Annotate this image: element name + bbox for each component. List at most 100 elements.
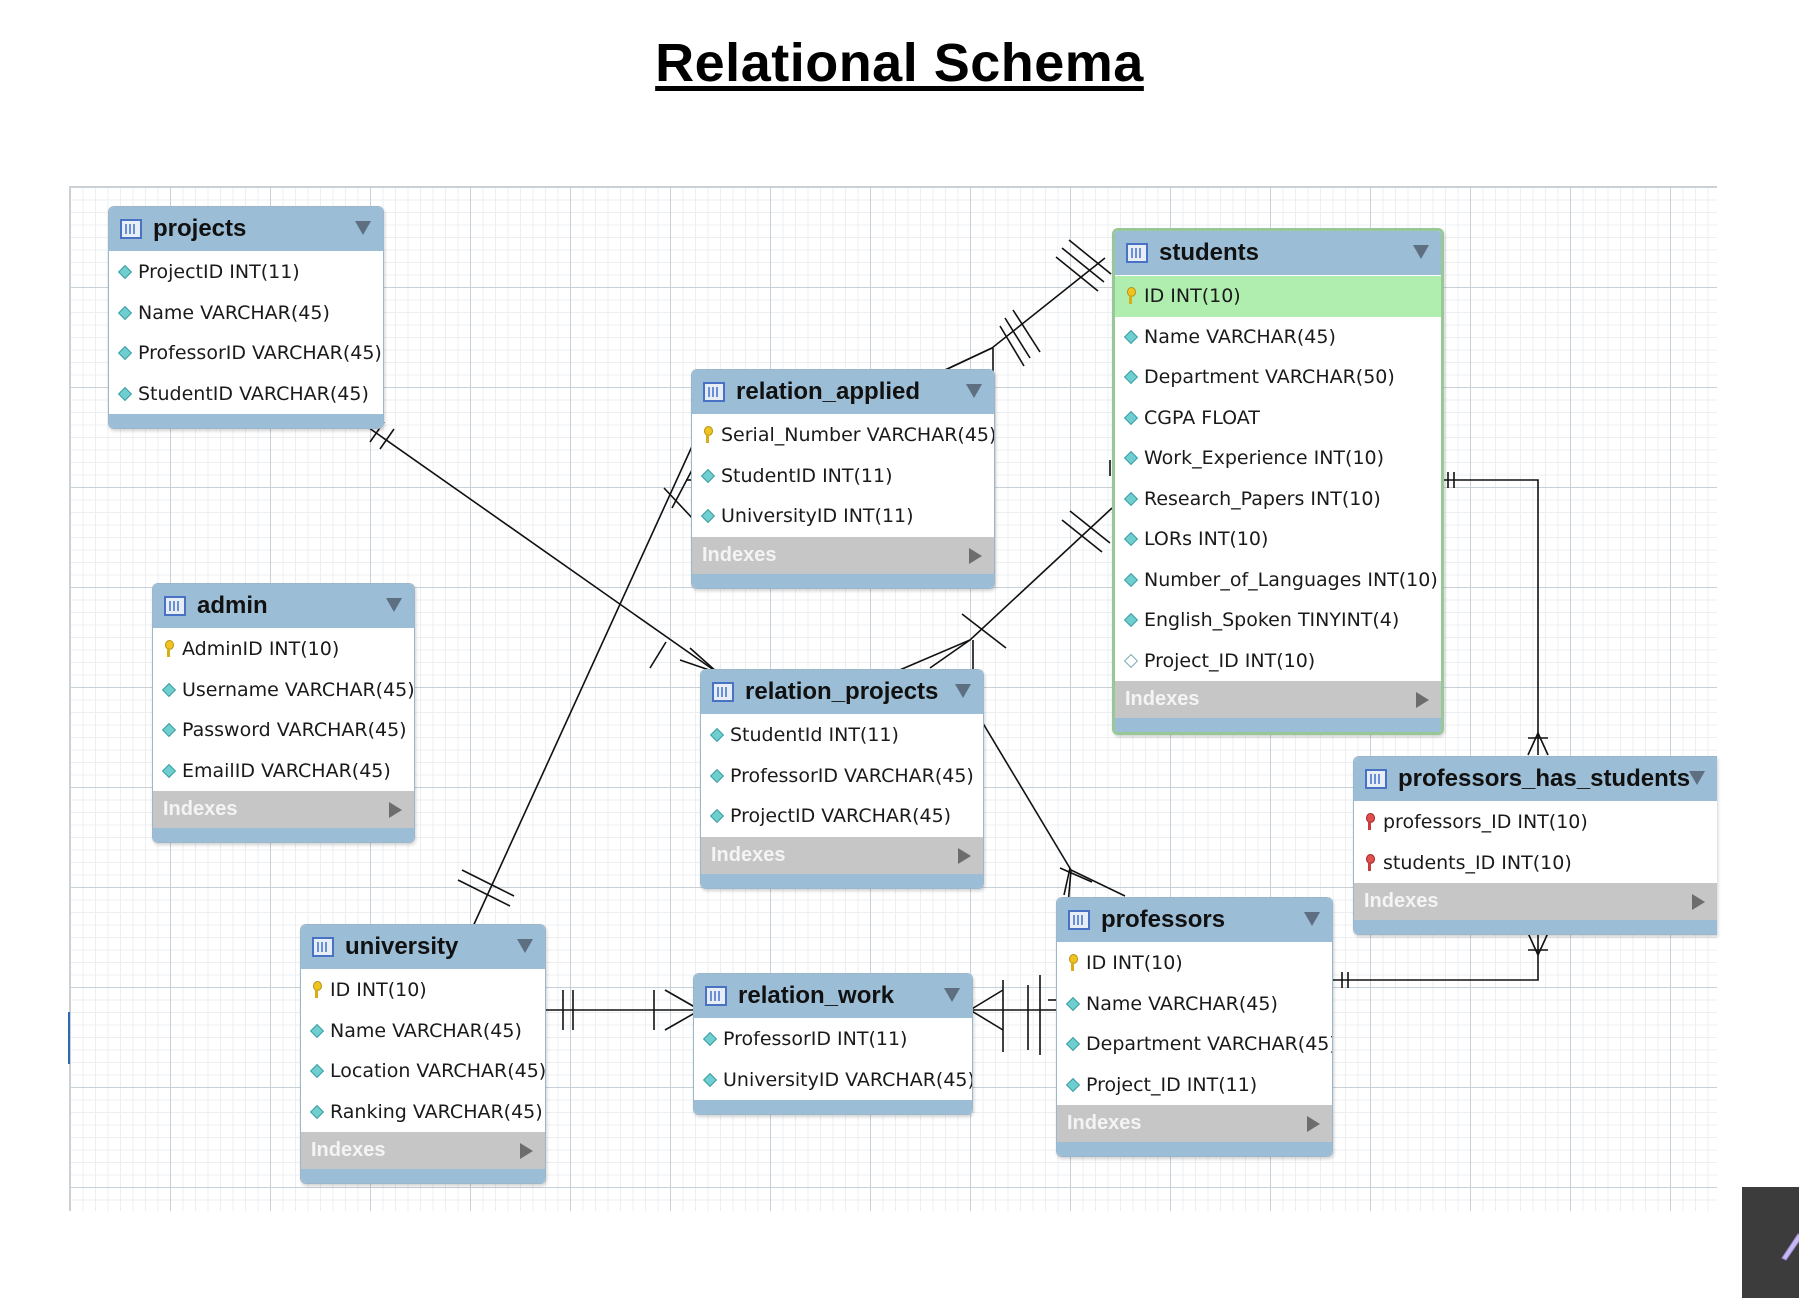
column-row[interactable]: ProfessorID INT(11) <box>694 1019 972 1060</box>
collapse-arrow-icon[interactable] <box>355 221 371 235</box>
column-row[interactable]: Department VARCHAR(50) <box>1115 357 1441 398</box>
indexes-section[interactable]: Indexes <box>1354 883 1717 920</box>
edit-pen-button[interactable] <box>1742 1187 1799 1298</box>
page-title: Relational Schema <box>655 33 1144 93</box>
column-row[interactable]: ProfessorID VARCHAR(45) <box>701 756 983 797</box>
key-icon <box>310 981 324 999</box>
indexes-section[interactable]: Indexes <box>1057 1105 1332 1142</box>
column-row[interactable]: Project_ID INT(11) <box>1057 1065 1332 1106</box>
column-row[interactable]: EmailID VARCHAR(45) <box>153 751 414 792</box>
column-row[interactable]: students_ID INT(10) <box>1354 843 1717 884</box>
column-label: ProjectID INT(11) <box>138 261 300 284</box>
expand-arrow-icon[interactable] <box>1307 1116 1320 1132</box>
table-header[interactable]: relation_projects <box>701 670 983 714</box>
column-row[interactable]: Ranking VARCHAR(45) <box>301 1092 545 1133</box>
expand-arrow-icon[interactable] <box>969 547 982 564</box>
column-row[interactable]: LORs INT(10) <box>1115 519 1441 560</box>
collapse-arrow-icon[interactable] <box>517 939 533 953</box>
column-row[interactable]: ID INT(10) <box>1057 943 1332 984</box>
table-header[interactable]: students <box>1115 231 1441 275</box>
column-row[interactable]: Name VARCHAR(45) <box>1115 317 1441 358</box>
column-row[interactable]: ID INT(10) <box>1115 276 1441 317</box>
column-row[interactable]: ProfessorID VARCHAR(45) <box>109 333 383 374</box>
column-row[interactable]: Work_Experience INT(10) <box>1115 438 1441 479</box>
indexes-section[interactable]: Indexes <box>701 836 983 874</box>
table-header[interactable]: professors_has_students <box>1354 757 1717 801</box>
table-name: relation_projects <box>745 678 939 705</box>
column-row[interactable]: Project_ID INT(10) <box>1115 641 1441 682</box>
column-row[interactable]: Password VARCHAR(45) <box>153 710 414 751</box>
column-row[interactable]: Username VARCHAR(45) <box>153 670 414 711</box>
column-row[interactable]: StudentId INT(11) <box>701 715 983 756</box>
indexes-section[interactable]: Indexes <box>153 791 414 828</box>
table-header[interactable]: relation_applied <box>692 370 994 414</box>
column-row[interactable]: professors_ID INT(10) <box>1354 802 1717 843</box>
column-row[interactable]: Name VARCHAR(45) <box>1057 984 1332 1025</box>
table-icon <box>164 596 186 616</box>
column-label: Department VARCHAR(50) <box>1144 366 1395 389</box>
indexes-section[interactable]: Indexes <box>692 536 994 574</box>
column-row[interactable]: Location VARCHAR(45) <box>301 1051 545 1092</box>
expand-arrow-icon[interactable] <box>389 802 402 818</box>
collapse-arrow-icon[interactable] <box>944 988 960 1002</box>
column-diamond-icon <box>162 762 176 780</box>
column-row[interactable]: UniversityID VARCHAR(45) <box>694 1060 972 1101</box>
column-diamond-icon <box>710 726 724 744</box>
column-row[interactable]: StudentID INT(11) <box>692 456 994 497</box>
expand-arrow-icon[interactable] <box>520 1143 533 1159</box>
table-header[interactable]: relation_work <box>694 974 972 1018</box>
collapse-arrow-icon[interactable] <box>955 684 971 698</box>
column-diamond-icon <box>310 1103 324 1121</box>
column-row[interactable]: ID INT(10) <box>301 970 545 1011</box>
column-row[interactable]: Number_of_Languages INT(10) <box>1115 560 1441 601</box>
column-label: UniversityID VARCHAR(45) <box>723 1068 973 1091</box>
column-row[interactable]: Name VARCHAR(45) <box>301 1011 545 1052</box>
collapse-arrow-icon[interactable] <box>1304 912 1320 926</box>
column-row[interactable]: English_Spoken TINYINT(4) <box>1115 600 1441 641</box>
expand-arrow-icon[interactable] <box>958 847 971 864</box>
indexes-section[interactable]: Indexes <box>301 1132 545 1169</box>
column-label: Location VARCHAR(45) <box>330 1060 546 1083</box>
pen-icon <box>1781 1233 1799 1261</box>
column-row[interactable]: Department VARCHAR(45) <box>1057 1024 1332 1065</box>
column-label: Work_Experience INT(10) <box>1144 447 1385 470</box>
column-row[interactable]: ProjectID VARCHAR(45) <box>701 796 983 837</box>
column-row[interactable]: CGPA FLOAT <box>1115 398 1441 439</box>
column-row[interactable]: Serial_Number VARCHAR(45) <box>692 415 994 456</box>
table-header[interactable]: projects <box>109 207 383 251</box>
expand-arrow-icon[interactable] <box>1692 894 1705 910</box>
indexes-section[interactable]: Indexes <box>1115 681 1441 718</box>
collapse-arrow-icon[interactable] <box>386 598 402 612</box>
column-row[interactable]: UniversityID INT(11) <box>692 496 994 537</box>
column-diamond-icon <box>1124 652 1138 670</box>
column-row[interactable]: StudentID VARCHAR(45) <box>109 374 383 415</box>
column-row[interactable]: ProjectID INT(11) <box>109 252 383 293</box>
column-label: Username VARCHAR(45) <box>182 678 415 701</box>
column-diamond-icon <box>1066 1035 1080 1053</box>
indexes-label: Indexes <box>711 843 786 866</box>
collapse-arrow-icon[interactable] <box>1689 771 1705 785</box>
table-header[interactable]: professors <box>1057 898 1332 942</box>
column-label: Research_Papers INT(10) <box>1144 487 1381 510</box>
table-header[interactable]: university <box>301 925 545 969</box>
expand-arrow-icon[interactable] <box>1416 692 1429 708</box>
table-footer <box>1115 718 1441 732</box>
column-diamond-icon <box>1066 1076 1080 1094</box>
collapse-arrow-icon[interactable] <box>966 384 982 398</box>
column-row[interactable]: AdminID INT(10) <box>153 629 414 670</box>
table-footer <box>701 873 983 888</box>
column-row[interactable]: Research_Papers INT(10) <box>1115 479 1441 520</box>
link-students-professors-has-students <box>1440 472 1549 756</box>
collapse-arrow-icon[interactable] <box>1413 245 1429 259</box>
column-row[interactable]: Name VARCHAR(45) <box>109 293 383 334</box>
table-header[interactable]: admin <box>153 584 414 628</box>
